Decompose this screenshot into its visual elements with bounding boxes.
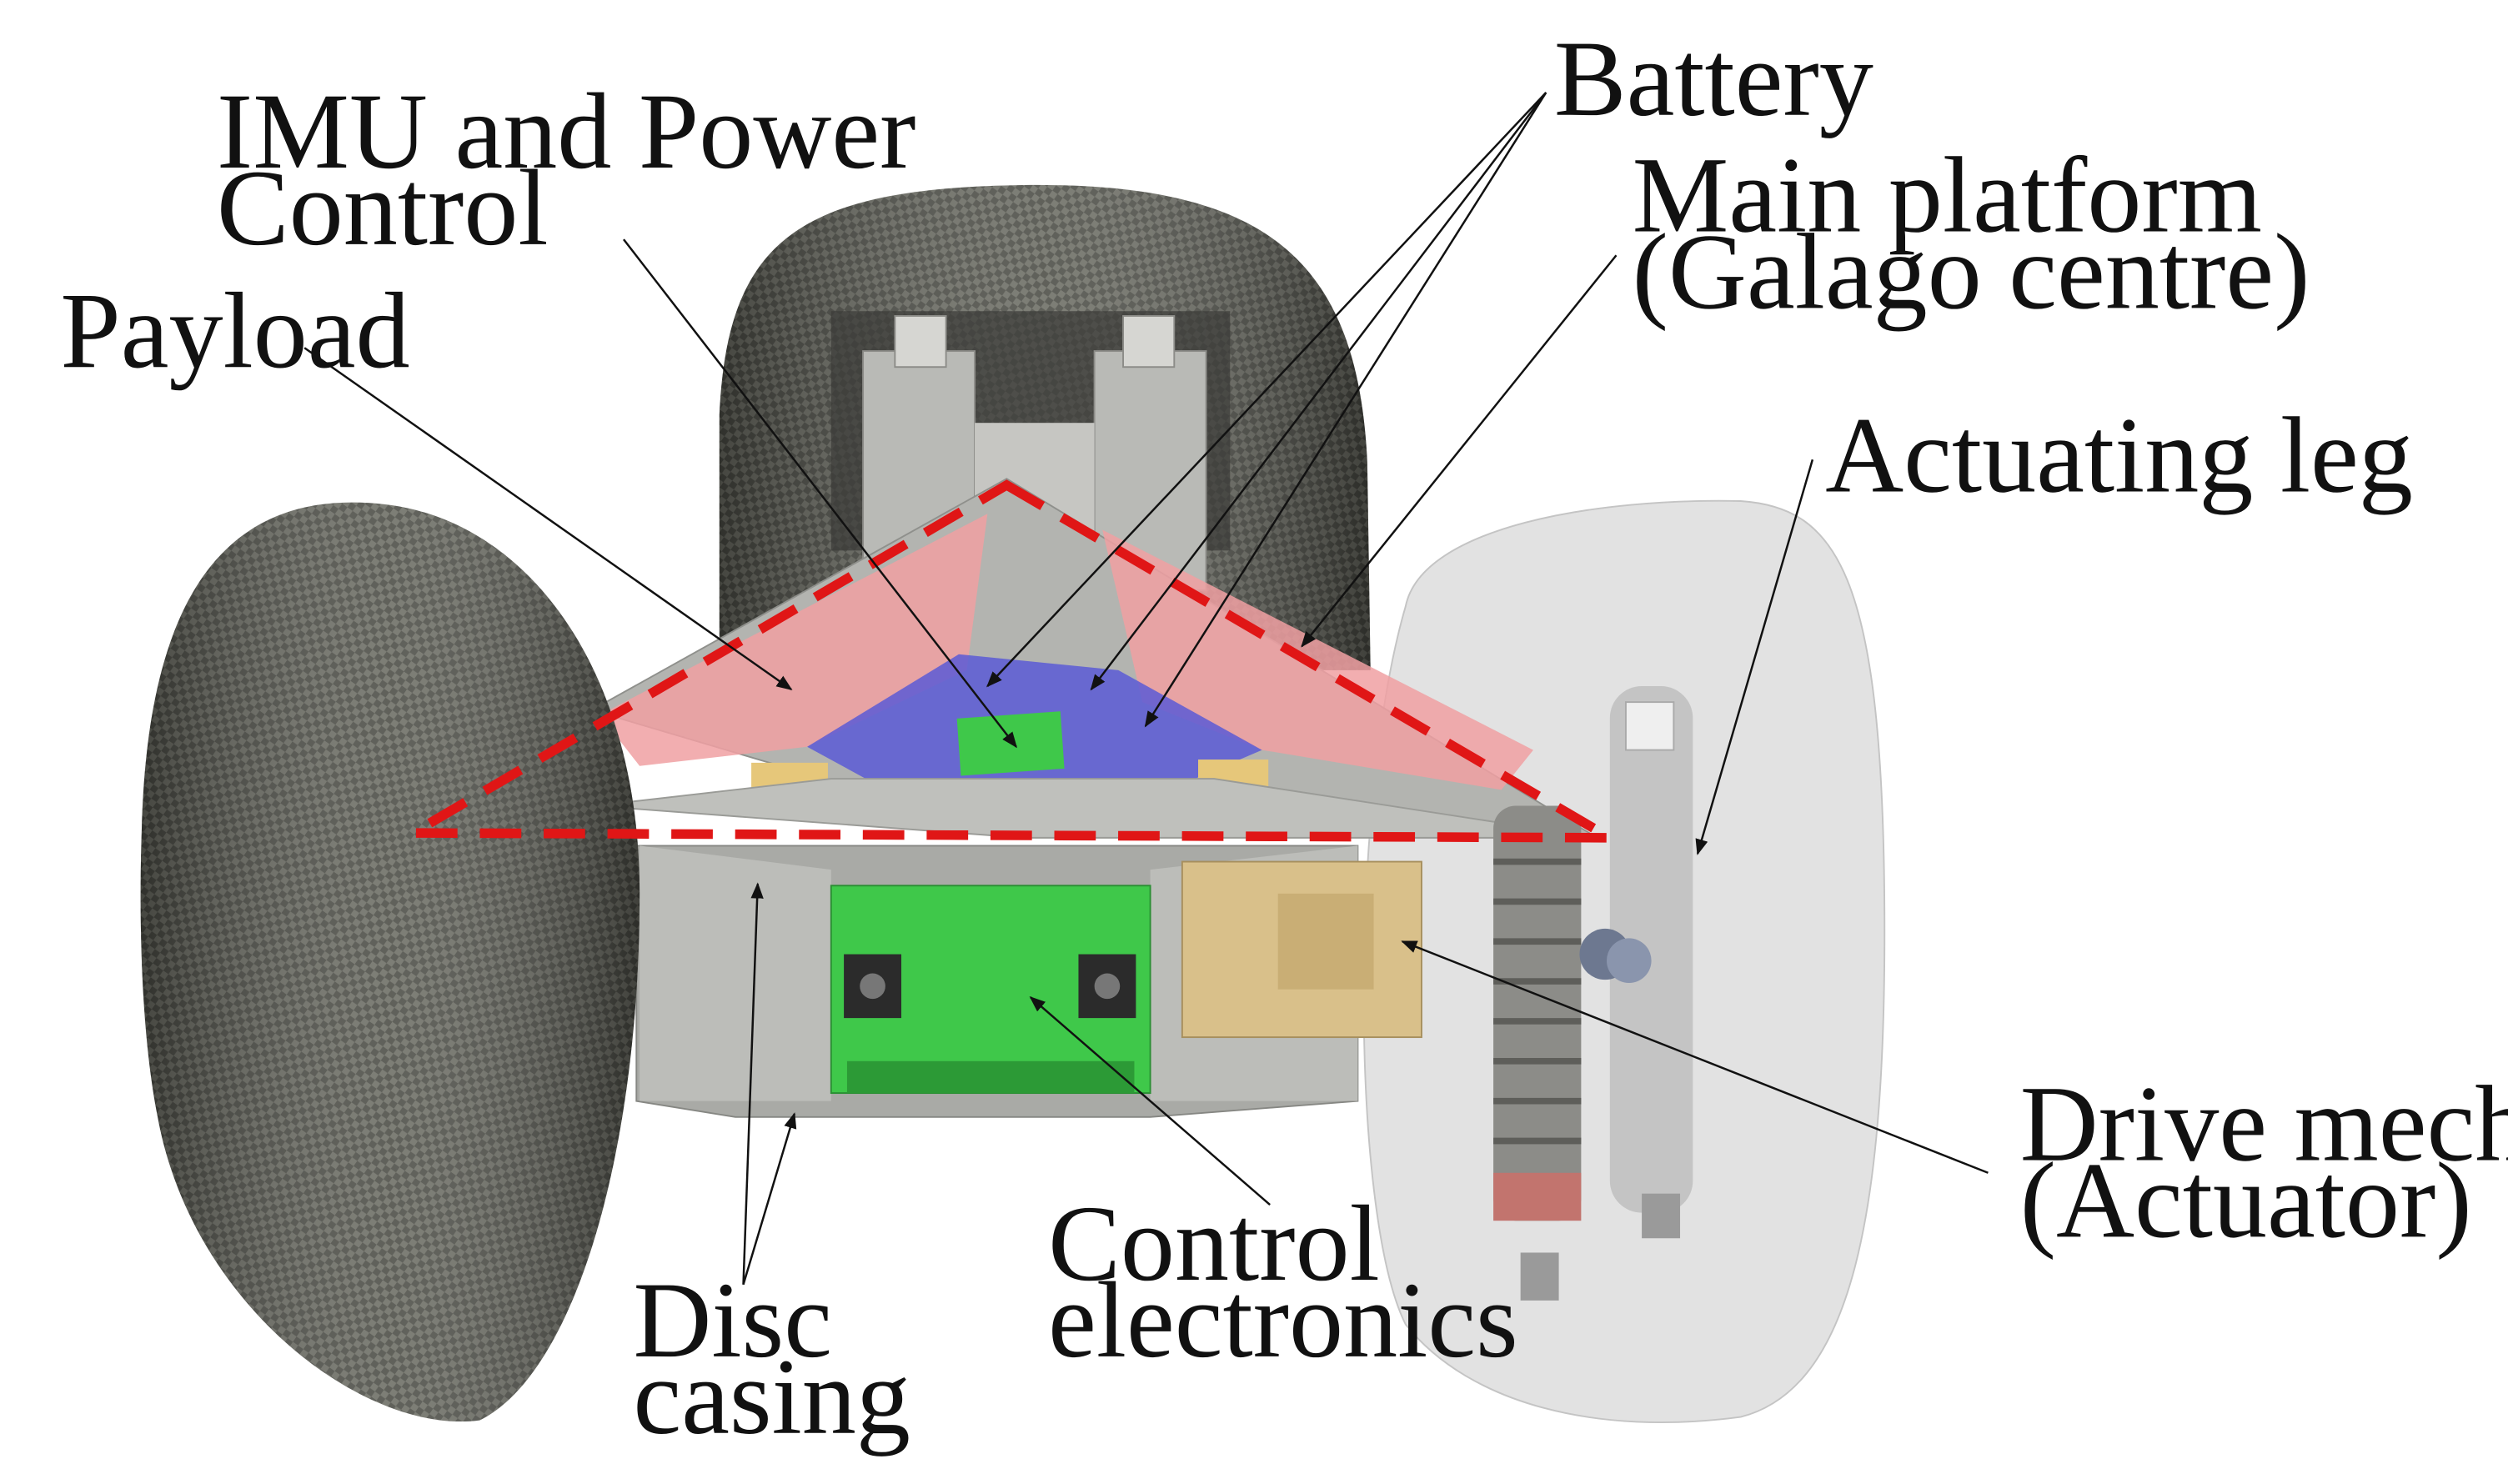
leader-lines [303,92,1989,1286]
shock-spring [1493,805,1582,1221]
imu-green-chip [956,711,1065,776]
labels: Battery IMU and Power Control Main platf… [60,19,2508,1457]
platform-dashed-outline [395,479,1628,843]
label-payload: Payload [60,271,409,391]
left-wheel [140,502,640,1422]
label-main-line1: Main platform [1633,136,2262,256]
label-actuating-leg: Actuating leg [1825,396,2413,516]
lower-casing [635,805,1652,1301]
label-imu-line2: Control [217,148,549,268]
label-drive-line1: Drive mechanism [2020,1064,2508,1184]
label-control-line1: Control [1048,1184,1380,1304]
label-imu-line1: IMU and Power [217,72,916,192]
label-drive-line2: (Actuator) [2020,1141,2472,1261]
label-battery: Battery [1554,19,1873,139]
label-disc-line1: Disc [633,1261,832,1381]
label-control-line2: electronics [1048,1261,1518,1381]
label-main-line2: (Galago centre) [1633,212,2310,332]
label-disc-line2: casing [633,1337,910,1457]
